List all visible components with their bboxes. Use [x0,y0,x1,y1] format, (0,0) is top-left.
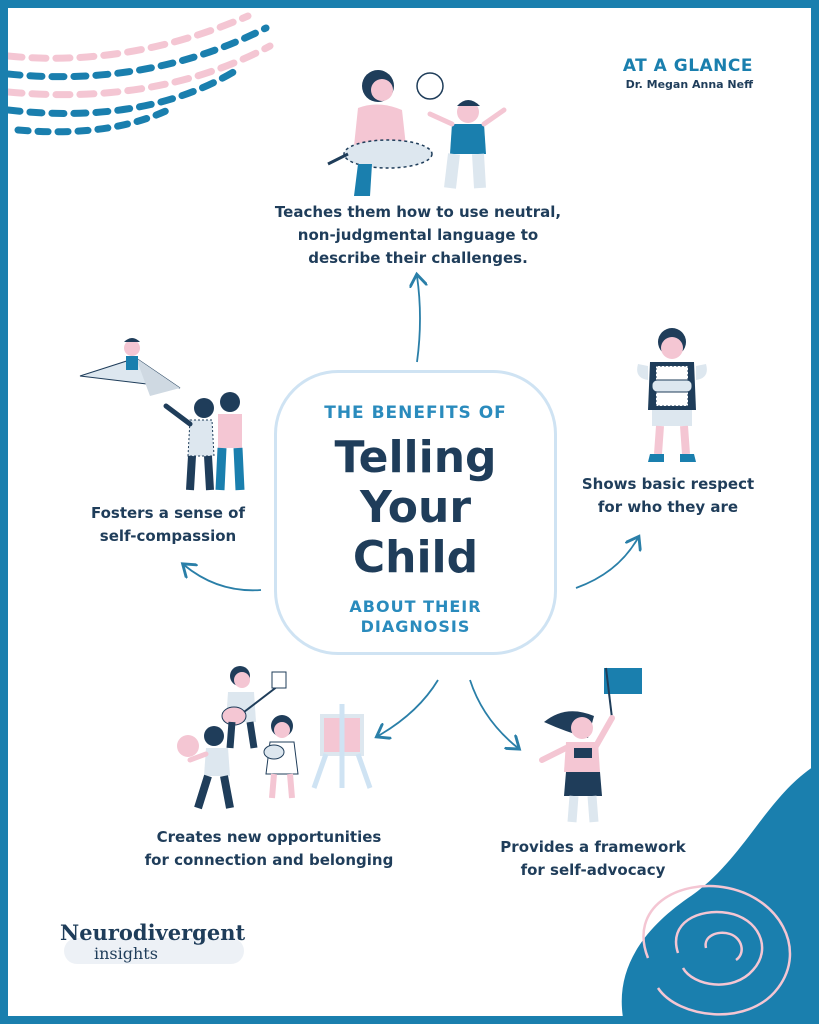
brand-subtitle: insights [94,944,158,963]
center-title-line: Child [352,532,479,583]
benefit-self-advocacy: Provides a framework for self-advocacy [478,836,708,882]
benefit-line: Fosters a sense of [90,504,246,522]
center-title-box: THE BENEFITS OF Telling Your Child ABOUT… [274,370,557,655]
benefit-line: for self-advocacy [520,861,666,879]
benefit-line: describe their challenges. [308,249,528,267]
boy-with-game-controller-illustration [637,328,707,462]
benefit-basic-respect: Shows basic respect for who they are [568,473,768,519]
connector-arrows [8,8,819,1024]
center-title-line: Your [359,482,472,533]
benefit-line: Teaches them how to use neutral, [274,203,562,221]
center-title-line: Telling [334,432,497,483]
benefit-line: self-compassion [99,527,237,545]
benefit-neutral-language: Teaches them how to use neutral, non-jud… [238,201,598,270]
benefit-self-compassion: Fosters a sense of self-compassion [68,502,268,548]
girl-holding-flag-illustration [539,667,642,823]
logo-swash [64,938,244,964]
center-kicker: THE BENEFITS OF [324,403,507,423]
center-subtitle-line: DIAGNOSIS [360,617,471,636]
at-a-glance-heading: AT A GLANCE [622,56,753,76]
center-main-title: Telling Your Child [277,433,554,583]
center-subtitle: ABOUT THEIR DIAGNOSIS [277,597,554,637]
parent-and-child-talking-illustration [327,70,507,196]
decorative-wave-bottom-right [621,768,811,1016]
benefit-connection-belonging: Creates new opportunities for connection… [124,826,414,872]
benefit-line: non-judgmental language to [297,226,539,244]
benefit-line: Shows basic respect [581,475,755,493]
benefit-line: Provides a framework [500,838,686,856]
neurodivergent-insights-logo: Neurodivergent insights [60,920,260,970]
decorative-dashes-top-left [8,12,274,136]
benefit-line: Creates new opportunities [156,828,382,846]
paper-plane-and-family-illustration [79,338,245,491]
benefit-line: for connection and belonging [144,851,394,869]
children-playing-music-and-painting-illustration [177,666,373,810]
benefit-line: for who they are [597,498,739,516]
brand-name: Neurodivergent [60,920,246,945]
author-name: Dr. Megan Anna Neff [625,78,753,91]
center-subtitle-line: ABOUT THEIR [349,597,482,616]
